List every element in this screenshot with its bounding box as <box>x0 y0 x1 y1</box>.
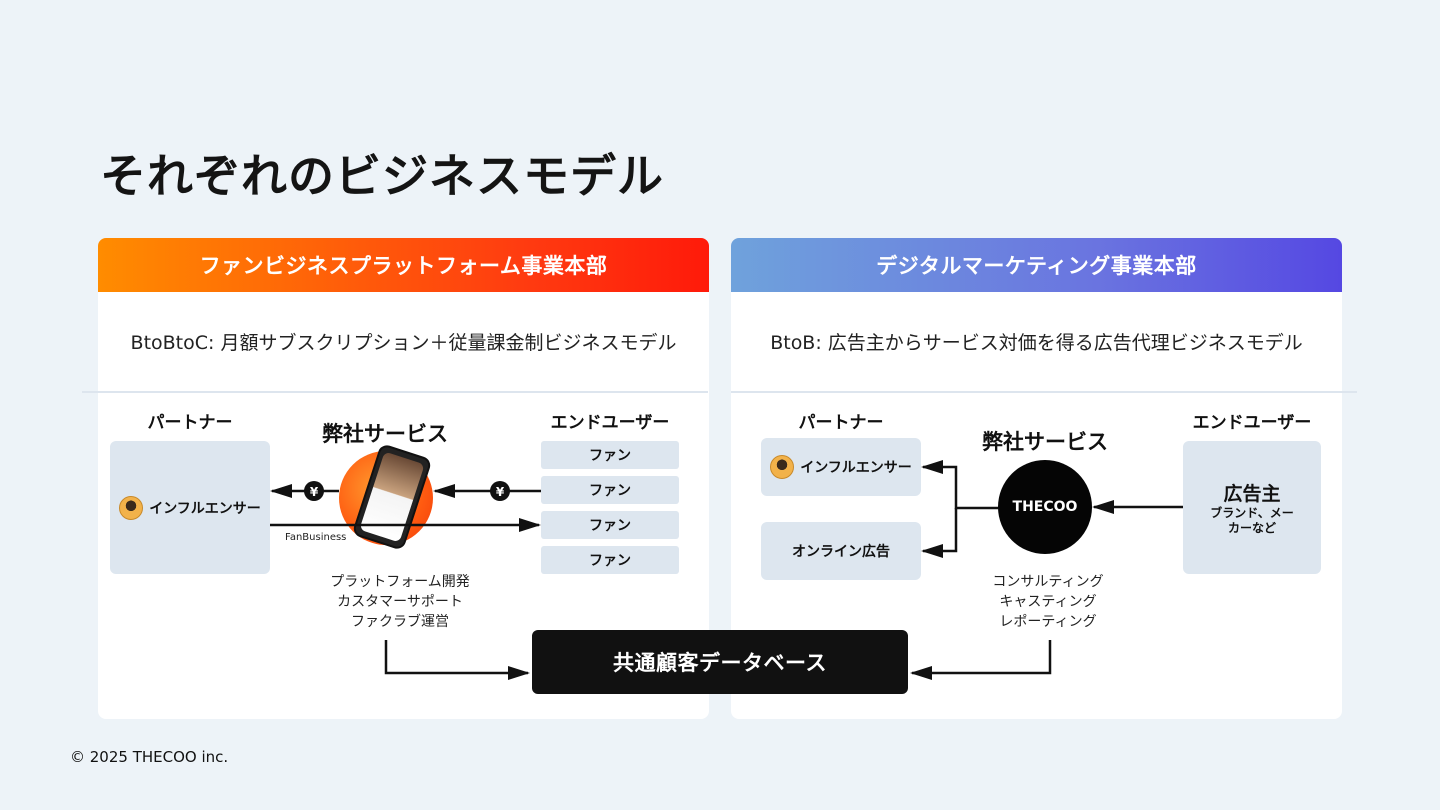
influencer-avatar-icon <box>119 495 144 520</box>
common-customer-database: 共通顧客データベース <box>532 630 908 694</box>
arrow-right-to-database <box>910 640 1052 680</box>
advertiser-box: 広告主 ブランド、メー カーなど <box>1183 441 1321 574</box>
arrow-thecoo-to-influencer <box>921 460 998 510</box>
right-influencer-box: インフルエンサー <box>761 438 921 496</box>
left-enduser-label: エンドユーザー <box>550 413 670 433</box>
left-partner-box: インフルエンサー <box>110 441 270 574</box>
right-service-item-1: コンサルティング <box>992 574 1104 590</box>
left-partner-label: パートナー <box>147 413 233 433</box>
online-ad-box: オンライン広告 <box>761 522 921 580</box>
right-partner-label: パートナー <box>798 413 884 433</box>
right-service-items: コンサルティング キャスティング レポーティング <box>960 572 1136 632</box>
right-divider <box>731 391 1357 393</box>
arrow-left-to-database <box>384 640 530 680</box>
right-influencer-name: インフルエンサー <box>800 460 912 476</box>
influencer-avatar-icon <box>770 455 795 479</box>
advertiser-subtitle: ブランド、メー カーなど <box>1210 506 1294 535</box>
yen-icon-1: ¥ <box>310 485 319 499</box>
fan-business-header: ファンビジネスプラットフォーム事業本部 <box>98 238 709 292</box>
digital-marketing-header: デジタルマーケティング事業本部 <box>731 238 1342 292</box>
fan-box-4: ファン <box>541 546 679 574</box>
left-partner-name: インフルエンサー <box>149 500 261 517</box>
fan-box-2: ファン <box>541 476 679 504</box>
left-service-item-1: プラットフォーム開発 <box>330 574 470 590</box>
right-enduser-label: エンドユーザー <box>1192 413 1312 433</box>
yen-badge-1 <box>304 481 324 501</box>
right-service-item-3: レポーティング <box>999 614 1097 630</box>
left-divider <box>82 391 708 393</box>
fan-box-3: ファン <box>541 511 679 539</box>
yen-badge-2 <box>490 481 510 501</box>
fanbusiness-label: FanBusiness <box>285 532 347 543</box>
left-service-label: 弊社サービス <box>322 422 448 446</box>
yen-icon-2: ¥ <box>496 485 505 499</box>
left-service-item-3: ファクラブ運営 <box>351 614 449 630</box>
right-service-item-2: キャスティング <box>999 594 1097 610</box>
advertiser-title: 広告主 <box>1223 483 1281 505</box>
fan-business-subtitle: BtoBtoC: 月額サブスクリプション＋従量課金制ビジネスモデル <box>130 332 677 354</box>
copyright: © 2025 THECOO inc. <box>70 748 229 766</box>
arrow-thecoo-to-online-ad <box>921 508 958 558</box>
right-service-label: 弊社サービス <box>982 430 1108 454</box>
left-service-item-2: カスタマーサポート <box>337 594 463 610</box>
thecoo-logo: THECOO <box>998 460 1092 554</box>
page-title: それぞれのビジネスモデル <box>100 149 664 203</box>
fan-box-1: ファン <box>541 441 679 469</box>
digital-marketing-subtitle: BtoB: 広告主からサービス対価を得る広告代理ビジネスモデル <box>770 332 1303 354</box>
left-service-items: プラットフォーム開発 カスタマーサポート ファクラブ運営 <box>310 572 490 632</box>
